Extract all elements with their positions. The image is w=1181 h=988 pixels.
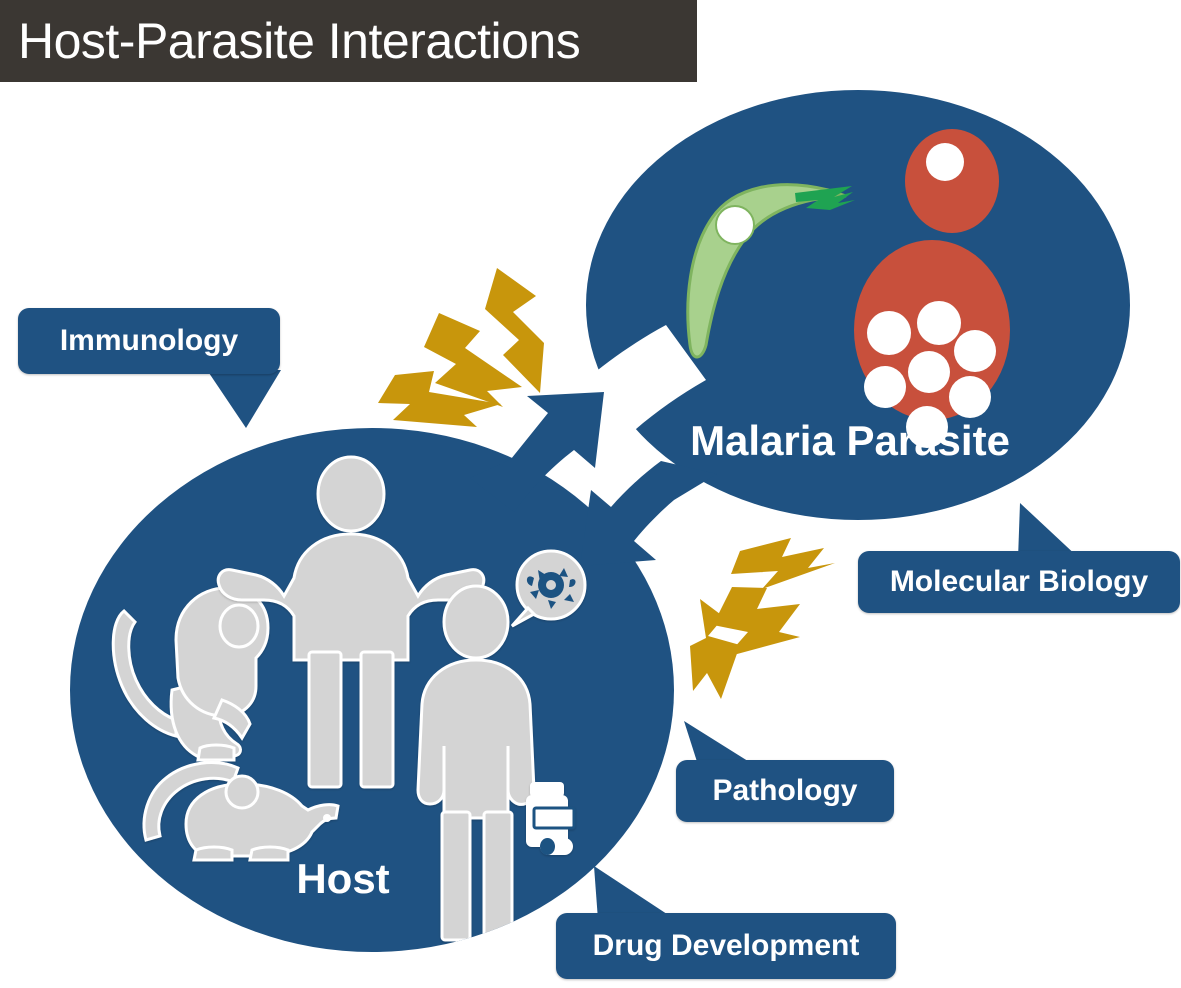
- monkey-icon: [111, 586, 270, 762]
- callout-immunology[interactable]: Immunology: [18, 308, 280, 374]
- lightning-bolt-icon: [731, 538, 835, 589]
- human-adult-icon: [216, 455, 486, 789]
- host-label: Host: [296, 855, 389, 902]
- bidirectional-connector: [470, 325, 717, 566]
- schizont-infected-cell-icon: [854, 240, 1010, 448]
- callout-immunology-label: Immunology: [59, 324, 239, 357]
- lightning-bolt-icon: [713, 587, 800, 657]
- human-child-icon: [416, 584, 536, 942]
- callout-drug-development[interactable]: Drug Development: [556, 913, 896, 979]
- title-bar: Host-Parasite Interactions: [0, 0, 697, 82]
- medicine-bottle-icon: [526, 782, 576, 855]
- callout-molecular-biology-label: Molecular Biology: [889, 565, 1149, 598]
- lightning-lower-right: [690, 538, 835, 699]
- lightning-bolt-icon: [485, 268, 544, 393]
- page-title: Host-Parasite Interactions: [18, 13, 581, 69]
- callout-drug-development-label: Drug Development: [592, 929, 860, 962]
- callout-molecular-biology[interactable]: Molecular Biology: [858, 551, 1180, 613]
- callout-pathology[interactable]: Pathology: [676, 760, 894, 822]
- callout-tail-immunology: [207, 370, 281, 428]
- callout-pathology-label: Pathology: [712, 774, 858, 807]
- arrow-parasite-to-host: [580, 461, 717, 566]
- lightning-bolt-icon: [690, 599, 740, 699]
- ring-stage-infected-cell-icon: [905, 129, 999, 233]
- speech-bubble-parasite-icon: [510, 549, 587, 628]
- sporozoite-icon: [686, 183, 855, 359]
- host-contents: Host: [111, 455, 587, 942]
- lightning-bolt-icon: [378, 371, 501, 427]
- rat-icon: [142, 761, 340, 862]
- callout-tail-molecular-biology: [1018, 503, 1080, 559]
- malaria-parasite-label: Malaria Parasite: [690, 417, 1010, 464]
- callout-tails: [207, 370, 1080, 920]
- callout-tail-pathology: [684, 721, 759, 768]
- arrow-host-to-parasite: [470, 392, 604, 512]
- parasite-contents: Malaria Parasite: [686, 129, 1010, 464]
- lightning-upper-left: [378, 268, 544, 427]
- callout-tail-drug-development: [594, 866, 676, 920]
- lightning-bolt-icon: [424, 313, 522, 407]
